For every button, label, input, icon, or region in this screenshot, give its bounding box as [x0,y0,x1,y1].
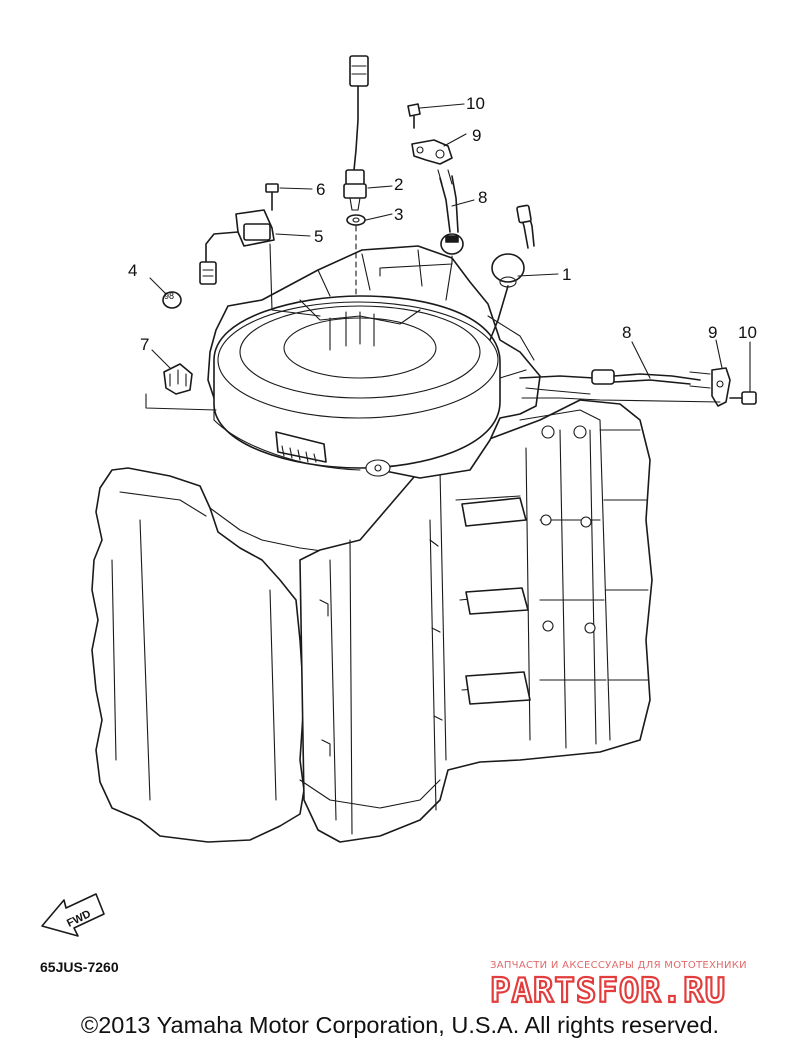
pulser-bracket-part [199,209,275,285]
copyright-notice: ©2013 Yamaha Motor Corporation, U.S.A. A… [80,1012,720,1038]
callout-3: 3 [394,205,403,224]
callout-labels: 1 2 3 4 5 6 7 8 9 10 8 9 10 [128,94,757,354]
thermo-sensor-part [343,55,369,211]
coupler-part [145,363,217,411]
callout-2: 2 [394,175,403,194]
intake-silencer-outline [91,467,331,843]
callout-5: 5 [314,227,323,246]
watermark: ЗАПЧАСТИ И АКСЕССУАРЫ ДЛЯ МОТОТЕХНИКИ PA… [489,960,747,1012]
washer-part [346,214,366,226]
callout-10-top: 10 [466,94,485,113]
grommet-part: 98 [162,291,182,309]
callout-9-right: 9 [708,323,717,342]
drawing-code: 65JUS-7260 [40,959,119,975]
fwd-arrow-icon: FWD [41,893,105,937]
switch-part [489,204,535,341]
callout-6: 6 [316,180,325,199]
engine-block-outline [299,399,653,843]
callout-8-right: 8 [622,323,631,342]
bolt-right-part [729,391,757,405]
callout-4: 4 [128,261,137,280]
callout-7: 7 [140,335,149,354]
switch-lead-top-part [437,169,464,255]
flywheel-cover [213,295,501,477]
screw-top-part [407,103,421,129]
leader-lines [149,103,751,393]
callout-10-right: 10 [738,323,757,342]
callout-9-top: 9 [472,126,481,145]
switch-lead-right-part [519,369,711,389]
callout-8-top: 8 [478,188,487,207]
clamp-top-part [411,139,453,165]
watermark-logo: PARTSFOR.RU [490,971,726,1011]
part-mark-text: 98 [164,291,174,301]
clamp-right-part [711,367,731,407]
bolt-part [265,183,279,211]
watermark-tagline: ЗАПЧАСТИ И АКСЕССУАРЫ ДЛЯ МОТОТЕХНИКИ [490,960,747,971]
callout-1: 1 [562,265,571,284]
